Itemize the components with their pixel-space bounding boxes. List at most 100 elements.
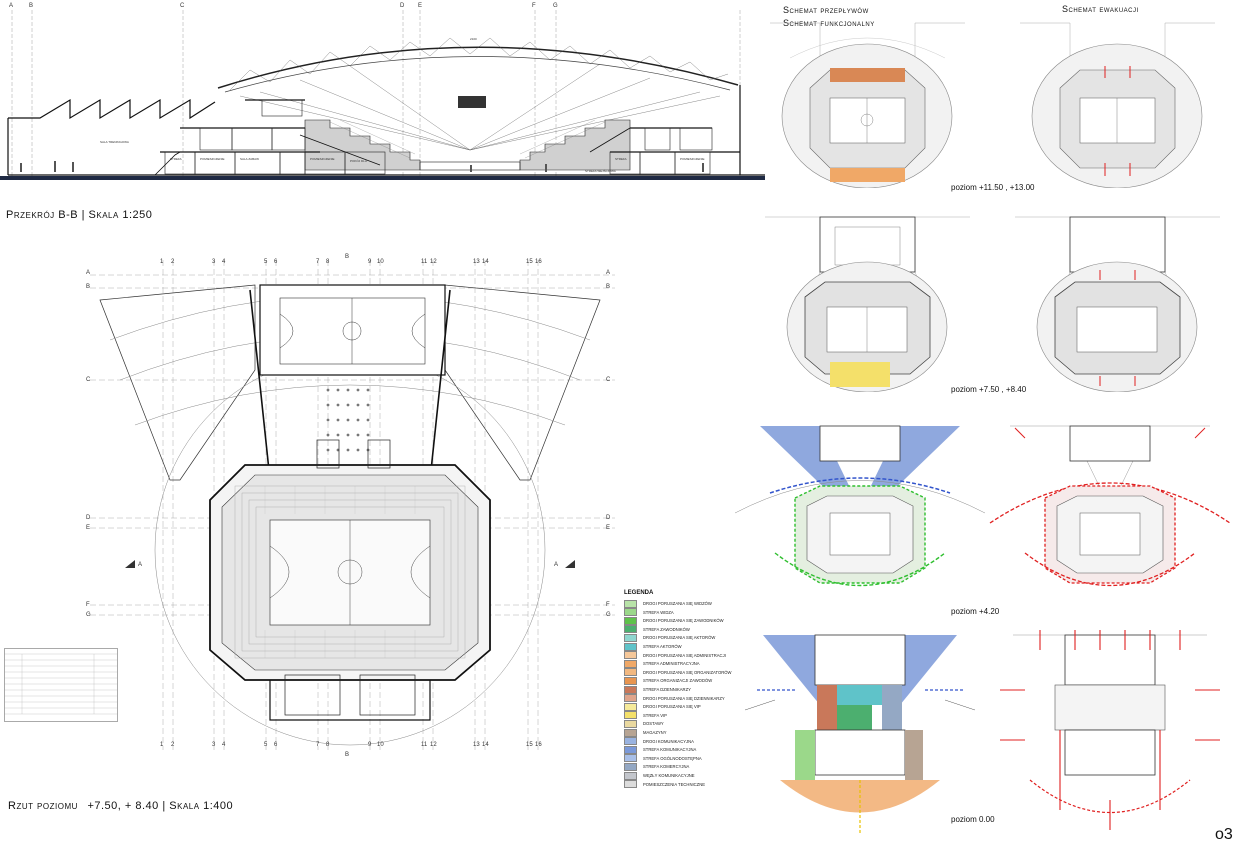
plan-column-label: 14 [482,742,489,748]
section-mark-label: A [138,562,143,568]
legend-label: DROGI PORUSZANIA SIĘ ZAWODNIKÓW [643,618,724,624]
plan-column-label: 8 [326,742,330,748]
flow-diagram-level-750 [765,216,970,392]
legend-label: STREFA KOMUNIKACYJNA [643,747,697,753]
plan-title-scale: | Skala 1:400 [162,800,234,812]
legend-item: STREFA KOMUNIKACYJNA [624,745,697,754]
legend-swatch [624,599,637,608]
plan-column-label: 9 [368,742,372,748]
page-number: o3 [1215,826,1233,843]
section-mark-label: B [345,752,350,758]
plan-row-label: F [86,602,90,608]
plan-row-label: B [86,284,91,290]
section-axis-label: D [400,3,405,9]
plan-column-label: 7 [316,742,320,748]
legend-label: DROGI PORUSZANIA SIĘ DZIENNIKARZY [643,695,725,701]
legend-swatch [624,728,637,737]
legend-swatch [624,651,637,660]
plan-column-label: 10 [377,742,384,748]
legend-label: STREFA AKTORÓW [643,644,682,649]
level-label: poziom +4.20 [951,607,1000,616]
plan-column-label: 13 [473,259,480,265]
evac-diagram-level-1150 [1020,22,1215,188]
legend-label: DROGI PORUSZANIA SIĘ AKTORÓW [643,635,716,641]
legend-label: STREFA ORGANIZACJI ZAWODÓW [643,678,713,684]
evac-diagram-level-750 [1015,216,1220,392]
plan-title: Rzut poziomu +7.50, + 8.40 | Skala 1:400 [8,800,233,812]
plan-column-label: 3 [212,742,216,748]
section-axis-label: B [29,3,34,9]
plan-column-label: 11 [421,742,428,748]
legend-swatch [624,642,637,651]
legend-label: DROGI PORUSZANIA SIĘ VIP [643,704,701,710]
legend-swatch [624,676,637,685]
level-label: poziom +7.50 , +8.40 [951,385,1027,394]
legend-swatch [624,694,637,703]
legend-swatch [624,608,637,617]
section-axis-label: F [532,3,536,9]
legend-label: STREFA OGÓLNODOSTĘPNA [643,755,702,761]
legend-item: STREFA DZIENNIKARZY [624,685,691,694]
flow-diagram-level-420 [735,425,985,587]
plan-column-label: 5 [264,742,268,748]
section-drawing: SALA TRENINGOWA STREFA POMIESZCZENIE SAL… [0,10,765,180]
flows-title-line2: Schemat funkcjonalny [783,18,875,28]
legend-label: WĘZŁY KOMUNIKACYJNE [643,773,695,778]
legend-item: STREFA WIDZA [624,608,674,617]
legend-label: STREFA WIDZA [643,609,674,615]
plan-column-label: 15 [526,742,533,748]
plan-column-label: 16 [535,259,542,265]
section-axis-label: G [553,3,558,9]
legend-swatch [624,745,637,754]
legend-swatch [624,668,637,677]
plan-column-label: 8 [326,259,330,265]
legend-title: LEGENDA [624,590,654,596]
legend-swatch [624,685,637,694]
svg-text:POMIESZCZENIE: POMIESZCZENIE [200,157,225,161]
section-title: Przekrój B-B | Skala 1:250 [6,209,153,221]
legend-label: POMIESZCZENIA TECHNICZNE [643,781,706,787]
legend-item: DROGI PORUSZANIA SIĘ ADMINISTRACJI [624,651,726,660]
plan-column-label: 4 [222,742,226,748]
plan-column-label: 11 [421,259,428,265]
plan-column-label: 5 [264,259,268,265]
svg-text:STREFA: STREFA [615,157,627,161]
plan-column-label: 10 [377,259,384,265]
legend-swatch [624,762,637,771]
evac-diagram-level-000 [1000,630,1220,830]
plan-column-label: 4 [222,259,226,265]
svg-text:SALA ZABAW: SALA ZABAW [240,157,259,161]
legend-label: DROGI PORUSZANIA SIĘ ORGANIZATORÓW [643,669,732,675]
plan-row-label: D [606,515,611,521]
legend-item: DROGI PORUSZANIA SIĘ WIDZÓW [624,599,712,608]
legend-label: STREFA ADMINISTRACYJNA [643,661,700,667]
legend-item: DOSTAWY [624,719,664,728]
plan-row-label: F [606,602,610,608]
plan-column-label: 6 [274,259,278,265]
legend-swatch [624,780,637,789]
legend-item: STREFA KOMERCYJNA [624,762,689,771]
legend-item: DROGI PORUSZANIA SIĘ AKTORÓW [624,633,716,642]
level-label: poziom +11.50 , +13.00 [951,183,1035,192]
plan-column-label: 2 [171,259,175,265]
legend-label: MAGAZYNY [643,730,667,735]
plan-column-label: 13 [473,742,480,748]
legend-swatch [624,754,637,763]
svg-text:POKÓJ DLA: POKÓJ DLA [350,158,367,163]
plan-row-label: C [606,377,611,383]
section-axis-label: C [180,3,185,9]
section-axis-label: E [418,3,423,9]
flow-diagram-level-1150 [770,22,965,188]
legend-item: STREFA ZAWODNIKÓW [624,625,690,634]
legend-label: DROGI PORUSZANIA SIĘ ADMINISTRACJI [643,652,726,658]
plan-title-prefix: Rzut poziomu [8,800,78,812]
legend-swatch [624,771,637,780]
plan-column-label: 6 [274,742,278,748]
legend-item: WĘZŁY KOMUNIKACYJNE [624,771,695,780]
legend-label: STREFA ZAWODNIKÓW [643,626,690,632]
svg-text:STREFA WEJŚCIOWA: STREFA WEJŚCIOWA [585,168,616,173]
plan-row-label: D [86,515,91,521]
flow-diagram-level-000 [744,634,976,835]
legend-label: DOSTAWY [643,721,664,727]
